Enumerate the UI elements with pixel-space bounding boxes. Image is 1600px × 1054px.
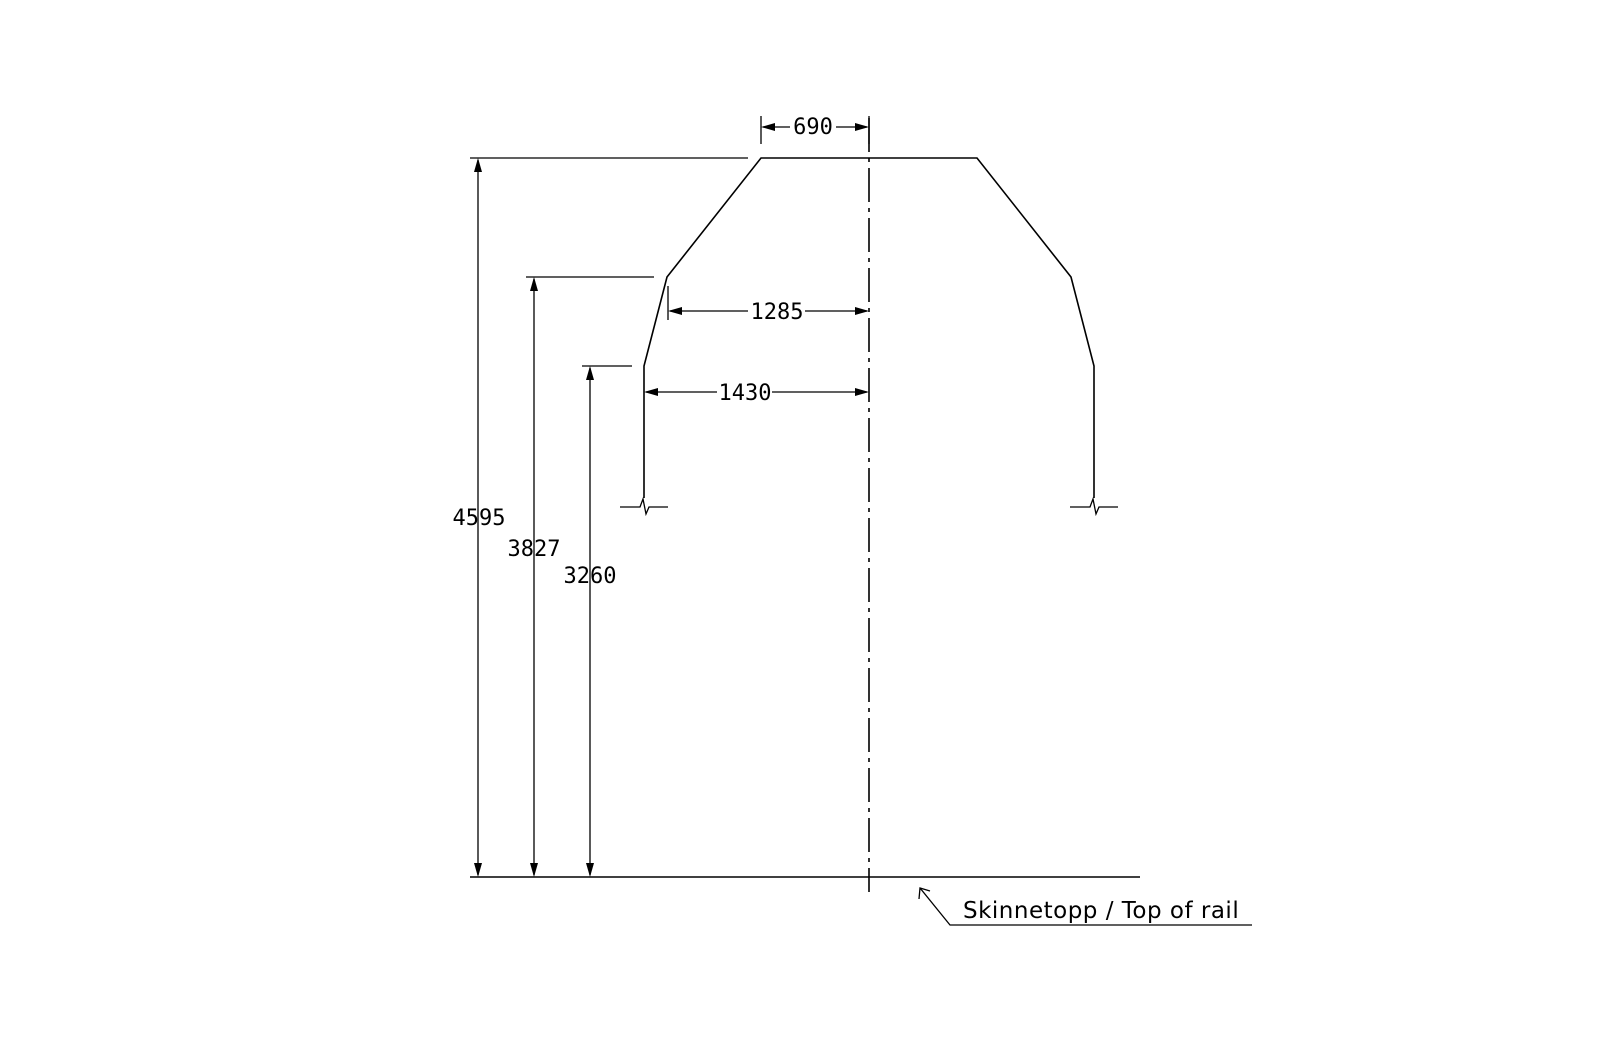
dimension-label-1285: 1285 <box>751 300 804 325</box>
dimension-label-4595: 4595 <box>453 506 506 531</box>
outline-right <box>869 157 1095 498</box>
dimension-label-1430: 1430 <box>719 381 772 406</box>
dimension-label-3827: 3827 <box>508 537 561 562</box>
outline-left <box>643 157 869 498</box>
dimension-1285: 1285 <box>668 300 869 325</box>
dimension-4595: 4595 <box>453 158 506 877</box>
extension-lines <box>470 116 870 367</box>
dimension-1430: 1430 <box>644 381 869 406</box>
dimension-label-690: 690 <box>793 115 833 140</box>
dimension-3260: 3260 <box>564 366 617 877</box>
dimension-3827: 3827 <box>508 277 561 877</box>
break-mark-right <box>1070 496 1118 517</box>
break-mark-left <box>620 496 668 517</box>
top-of-rail-leader: Skinnetopp / Top of rail <box>918 887 1252 926</box>
dimension-690: 690 <box>761 115 869 140</box>
dimension-label-3260: 3260 <box>564 564 617 589</box>
top-of-rail-label: Skinnetopp / Top of rail <box>963 898 1239 924</box>
clearance-outline <box>620 157 1118 517</box>
